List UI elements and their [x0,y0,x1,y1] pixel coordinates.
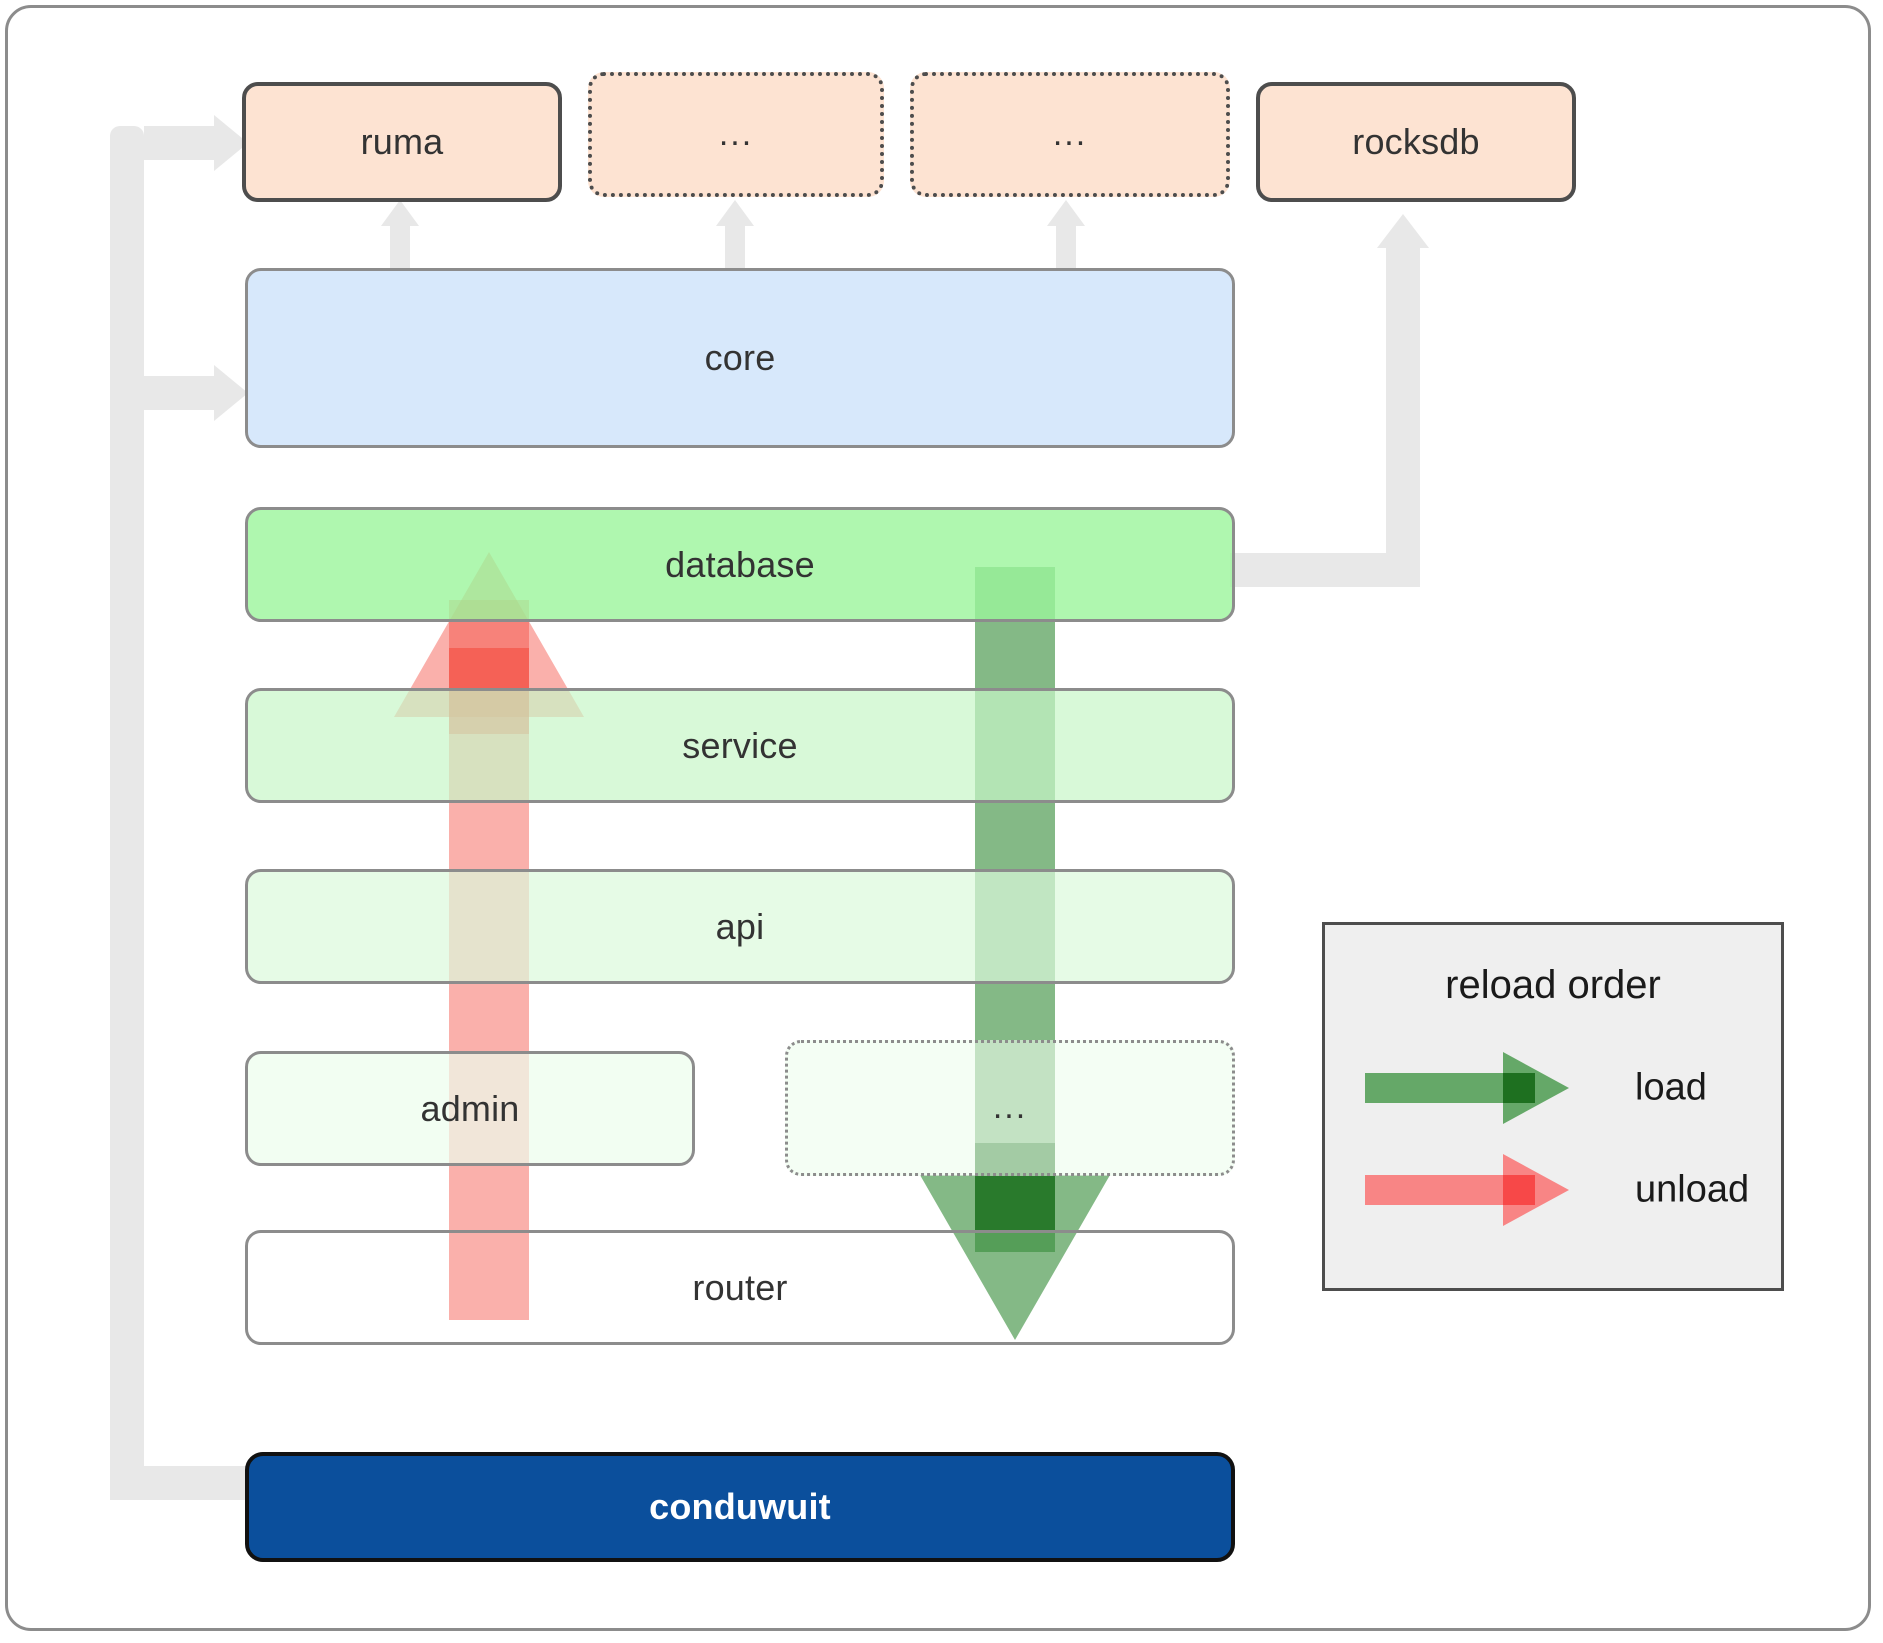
legend-load-arrow-stub [1503,1073,1535,1103]
legend-unload-arrow-stub [1503,1175,1535,1205]
node-ruma-label: ruma [360,121,444,162]
legend-unload-label: unload [1635,1168,1750,1211]
node-leaf-placeholder[interactable]: ... [785,1040,1235,1176]
legend-panel: reload order load unload [1322,922,1784,1291]
node-dependency-placeholder-1[interactable]: ... [588,72,884,197]
connector-core-to-dep2-shaft [725,225,745,277]
connector-arrowhead-core [214,365,248,421]
node-service[interactable]: service [245,688,1235,803]
legend-row-unload: unload [1325,1145,1781,1235]
connector-core-to-dep3-shaft [1056,225,1076,277]
node-dependency-placeholder-2[interactable]: ... [910,72,1230,197]
node-api[interactable]: api [245,869,1235,984]
node-rocksdb-label: rocksdb [1352,121,1480,162]
node-conduwuit-label: conduwuit [649,1486,831,1527]
node-router-label: router [692,1266,788,1308]
node-admin[interactable]: admin [245,1051,695,1166]
connector-core-to-ruma-shaft [390,225,410,277]
connector-arrowhead-rocksdb [1377,214,1429,248]
node-router[interactable]: router [245,1230,1235,1345]
node-core[interactable]: core [245,268,1235,448]
legend-row-load: load [1325,1043,1781,1133]
diagram-frame [5,5,1871,1631]
node-leaf-placeholder-label: ... [992,1088,1028,1127]
node-service-label: service [682,724,798,766]
connector-root-bottom-horizontal [110,1466,250,1500]
node-core-label: core [704,337,776,378]
connector-core-to-dep2-head [716,200,754,226]
legend-title: reload order [1445,963,1661,1007]
node-conduwuit[interactable]: conduwuit [245,1452,1235,1562]
connector-core-to-ruma-head [381,200,419,226]
node-database[interactable]: database [245,507,1235,622]
node-rocksdb[interactable]: rocksdb [1256,82,1576,202]
legend-load-label: load [1635,1066,1707,1109]
node-database-label: database [665,543,815,585]
connector-branch-to-core [144,376,224,410]
node-dependency-placeholder-2-label: ... [1052,114,1088,153]
connector-root-trunk-vertical [110,126,144,1500]
node-api-label: api [715,905,765,947]
connector-branch-to-ruma [144,126,224,160]
node-ruma[interactable]: ruma [242,82,562,202]
connector-database-vertical [1386,248,1420,587]
node-admin-label: admin [420,1087,520,1129]
connector-core-to-dep3-head [1047,200,1085,226]
node-dependency-placeholder-1-label: ... [718,114,754,153]
